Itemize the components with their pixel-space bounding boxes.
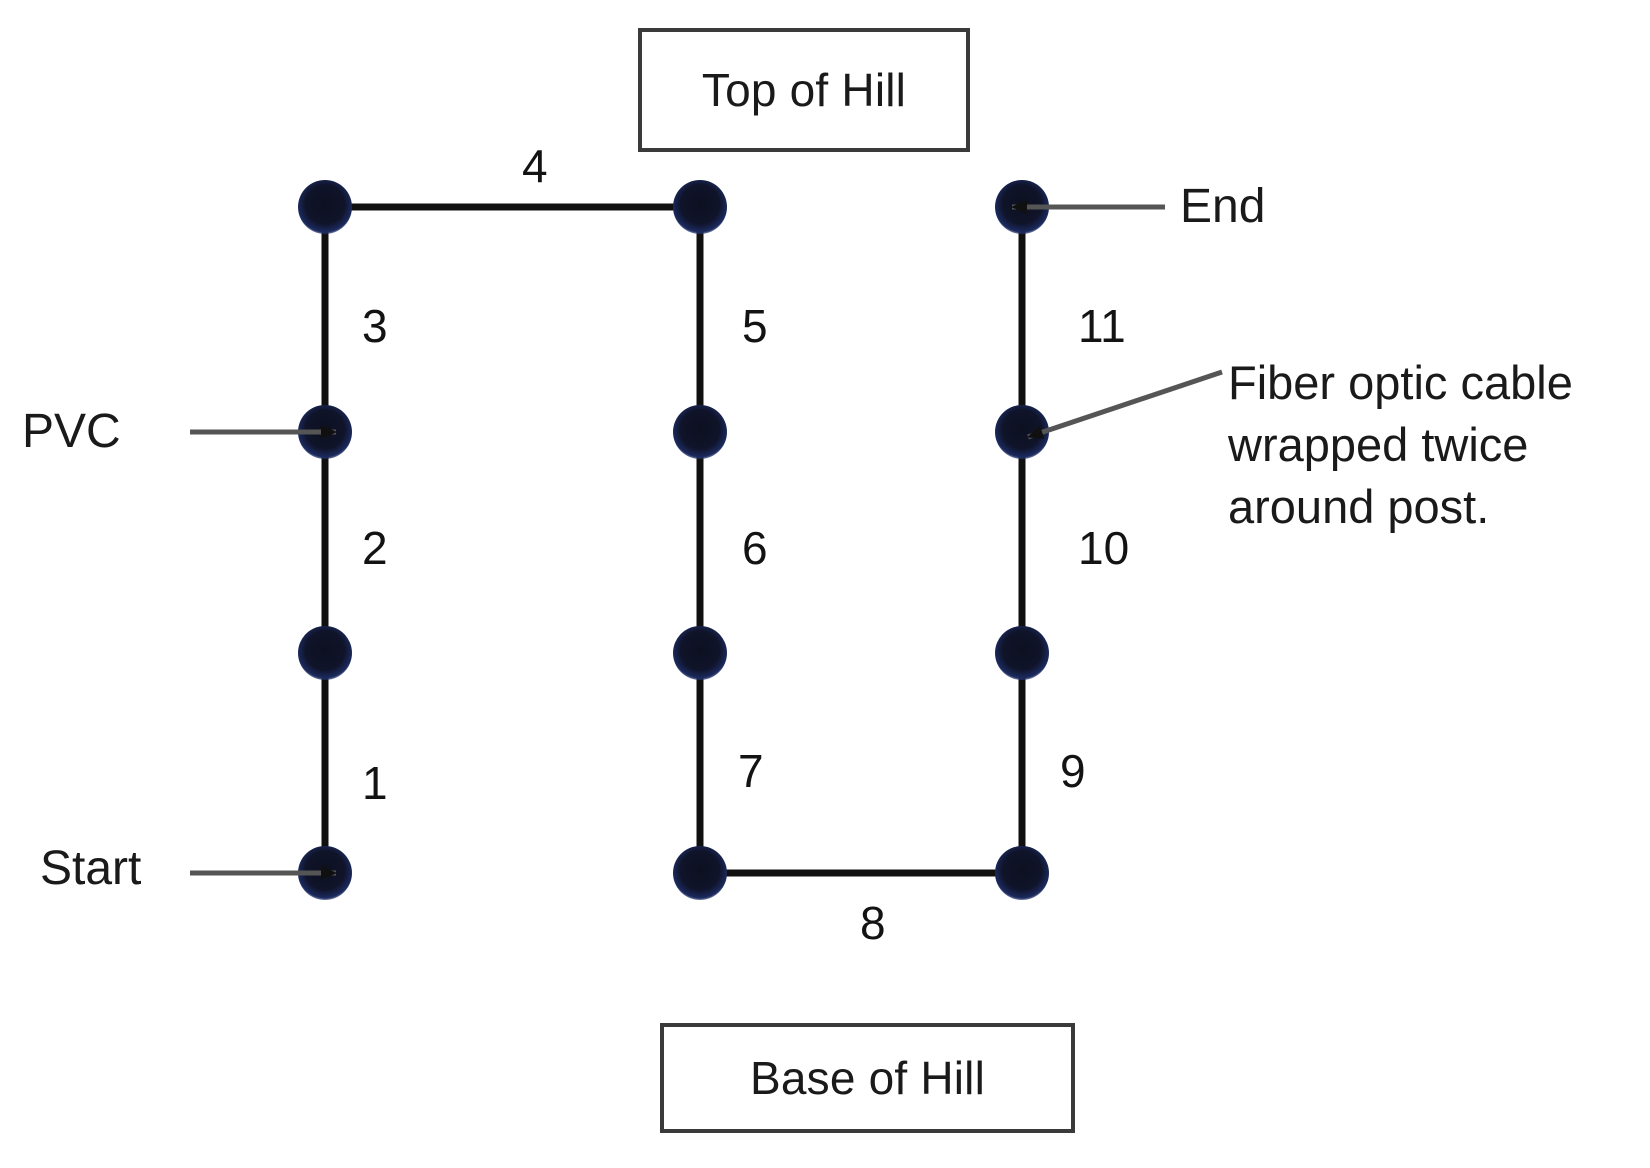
segment-label-6: 6: [742, 522, 768, 574]
node-right-bottom: [995, 846, 1049, 900]
segment-label-3: 3: [362, 300, 388, 352]
node-mid-top: [673, 180, 727, 234]
segment-label-4: 4: [522, 140, 548, 192]
node-mid-upper: [673, 405, 727, 459]
fiber-note-arrow-icon: [1027, 369, 1223, 440]
post-nodes: [298, 180, 1049, 900]
node-mid-bottom: [673, 846, 727, 900]
pvc-label: PVC: [22, 405, 121, 458]
top-of-hill-label: Top of Hill: [701, 64, 907, 116]
node-right-lower: [995, 626, 1049, 680]
fiber-optic-note: Fiber optic cable wrapped twice around p…: [1228, 356, 1573, 534]
segment-label-2: 2: [362, 522, 388, 574]
base-of-hill-box: Base of Hill: [660, 1023, 1075, 1133]
segment-label-10: 10: [1078, 522, 1130, 574]
node-right-fiber: [995, 405, 1049, 459]
cable-route-lines: [321, 203, 1026, 877]
annotation-leaders: [190, 200, 1223, 880]
segment-label-7: 7: [738, 745, 764, 797]
segment-label-8: 8: [860, 897, 886, 949]
start-label: Start: [40, 842, 142, 895]
node-left-mid: [298, 626, 352, 680]
node-mid-lower: [673, 626, 727, 680]
segment-label-11: 11: [1078, 300, 1126, 352]
node-left-top: [298, 180, 352, 234]
segment-label-5: 5: [742, 300, 768, 352]
segment-label-1: 1: [362, 757, 388, 809]
top-of-hill-box: Top of Hill: [638, 28, 970, 152]
end-label: End: [1180, 180, 1266, 233]
base-of-hill-label: Base of Hill: [749, 1052, 986, 1104]
segment-label-9: 9: [1060, 745, 1086, 797]
